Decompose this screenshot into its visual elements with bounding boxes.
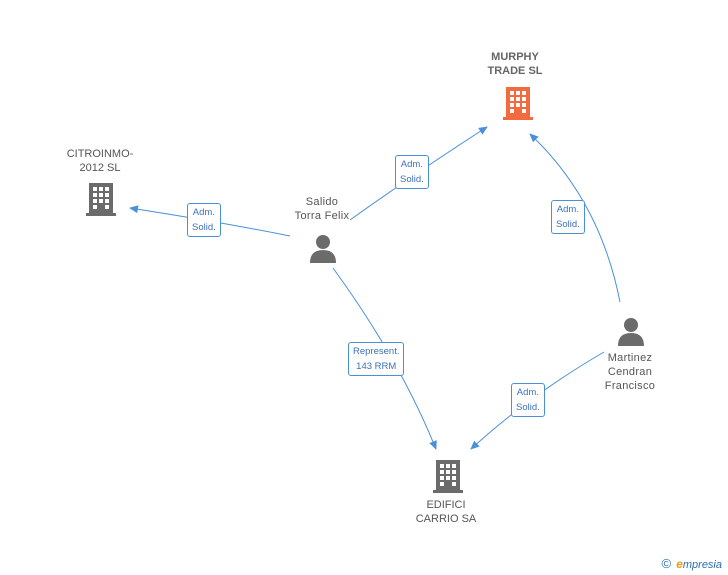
- node-citroinmo-line2: 2012 SL: [79, 162, 121, 174]
- building-icon[interactable]: [432, 458, 464, 494]
- person-icon[interactable]: [616, 316, 646, 346]
- node-edifici-line1: EDIFICI: [426, 499, 466, 511]
- edge-label-line2: Solid.: [192, 222, 216, 233]
- building-icon[interactable]: [85, 181, 117, 217]
- node-murphy-line1: MURPHY: [491, 51, 539, 63]
- empresia-brand: © empresia: [662, 556, 722, 571]
- person-icon[interactable]: [308, 233, 338, 263]
- node-salido-line2: Torra Felix: [294, 210, 350, 222]
- edge-label-line2: Solid.: [556, 219, 580, 230]
- node-citroinmo-line1: CITROINMO-: [66, 148, 134, 160]
- edge-label-line1: Represent.: [353, 346, 400, 357]
- node-citroinmo-label: CITROINMO- 2012 SL: [55, 147, 145, 175]
- node-martinez-line2: Cendran: [607, 366, 653, 378]
- edge-label-line1: Adm.: [556, 204, 579, 215]
- edge-label-martinez-edifici[interactable]: Adm. Solid.: [511, 383, 545, 417]
- edge-label-line2: 143 RRM: [356, 361, 397, 372]
- edge-label-salido-murphy[interactable]: Adm. Solid.: [395, 155, 429, 189]
- node-martinez-label: Martinez Cendran Francisco: [584, 351, 676, 393]
- node-murphy-label: MURPHY TRADE SL: [470, 50, 560, 78]
- edge-label-salido-edifici[interactable]: Represent. 143 RRM: [348, 342, 405, 376]
- edge-martinez-murphy: [529, 133, 621, 303]
- node-salido-label: Salido Torra Felix: [276, 195, 368, 223]
- edge-label-salido-citroinmo[interactable]: Adm. Solid.: [187, 203, 221, 237]
- edge-label-martinez-murphy[interactable]: Adm. Solid.: [551, 200, 585, 234]
- edge-label-line2: Solid.: [516, 402, 540, 413]
- brand-rest: mpresia: [682, 559, 722, 571]
- edge-label-line1: Adm.: [516, 387, 539, 398]
- building-icon[interactable]: [502, 85, 534, 121]
- node-edifici-label: EDIFICI CARRIO SA: [400, 498, 492, 526]
- node-martinez-line1: Martinez: [607, 352, 653, 364]
- edge-label-line1: Adm.: [192, 207, 215, 218]
- edge-label-line1: Adm.: [400, 159, 423, 170]
- node-salido-line1: Salido: [305, 196, 339, 208]
- node-murphy-line2: TRADE SL: [487, 65, 543, 77]
- node-edifici-line2: CARRIO SA: [415, 513, 477, 525]
- brand-initial: e: [676, 557, 683, 571]
- node-martinez-line3: Francisco: [604, 380, 656, 392]
- copyright-icon: ©: [661, 556, 672, 571]
- edge-label-line2: Solid.: [400, 174, 424, 185]
